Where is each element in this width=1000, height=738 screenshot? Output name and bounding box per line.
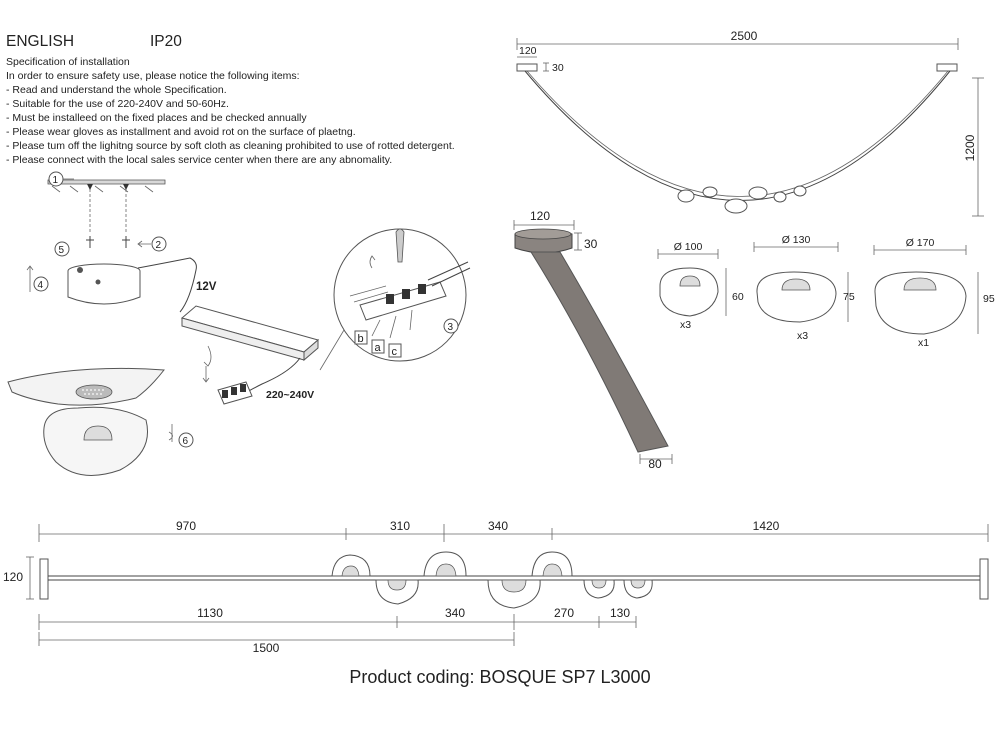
wire-label-a: a <box>375 342 382 354</box>
layout-shade <box>583 579 615 599</box>
overview-canopy-width: 120 <box>519 45 537 57</box>
spec-item-5: - Please tum off the lighitng source by … <box>6 140 455 152</box>
dim-1420: 1420 <box>753 519 780 533</box>
screwdriver-icon <box>395 228 405 263</box>
dim-340: 340 <box>488 519 508 533</box>
shade-3 <box>874 271 967 335</box>
step-5-label: 5 <box>59 245 65 256</box>
step-6-label: 6 <box>183 436 189 447</box>
step-4-marker <box>33 276 49 292</box>
overview-drawing: 2500 120 30 1200 <box>516 29 984 217</box>
shade-2-diameter: Ø 130 <box>782 234 811 246</box>
spec-item-4: - Please wear gloves as installment and … <box>6 126 356 138</box>
canopy-right-end <box>979 558 989 600</box>
spec-intro: In order to ensure safety use, please no… <box>6 70 300 82</box>
spec-title: Specification of installation <box>6 56 130 68</box>
canopy-left <box>516 63 538 72</box>
shade-3-height: 95 <box>983 293 995 305</box>
shade-1-qty: x3 <box>680 319 691 331</box>
layout-shade <box>375 579 419 605</box>
low-voltage-cable <box>137 257 197 313</box>
step-2-marker <box>151 236 167 252</box>
canopy-body <box>67 271 141 305</box>
dim-310: 310 <box>390 519 410 533</box>
dim-130: 130 <box>610 606 630 620</box>
overall-width: 2500 <box>731 29 758 43</box>
rotate-icon <box>369 255 376 269</box>
layout-shade <box>331 554 371 577</box>
layout-shade <box>487 579 541 609</box>
led-module <box>75 384 113 400</box>
product-coding: Product coding: BOSQUE SP7 L3000 <box>349 667 650 687</box>
ceiling <box>47 179 166 185</box>
layout-height: 120 <box>3 570 23 584</box>
layout-shade <box>623 579 653 599</box>
wire-label-c-box <box>388 343 402 358</box>
detail-canopy-width: 120 <box>530 209 550 223</box>
shade-3-qty: x1 <box>918 337 929 349</box>
step-6-marker <box>178 432 194 448</box>
strap <box>530 251 669 453</box>
terminal-block <box>217 381 253 405</box>
canopy-left-end <box>39 558 49 600</box>
spec-item-3: - Must be installeed on the fixed places… <box>6 112 307 124</box>
shade-2-height: 75 <box>843 291 855 303</box>
glass-shade <box>43 406 148 476</box>
shade-3-diameter: Ø 170 <box>906 237 935 249</box>
dim-1500: 1500 <box>253 641 280 655</box>
step-3-label: 3 <box>448 322 454 333</box>
shade-2 <box>756 271 837 323</box>
dim-1130: 1130 <box>197 606 223 620</box>
step-5-marker <box>54 241 70 257</box>
overview-canopy-height: 30 <box>552 62 564 74</box>
language-label: ENGLISH <box>6 33 74 50</box>
wire-label-c: c <box>392 346 398 358</box>
voltage-12v: 12V <box>196 281 217 293</box>
spec-item-1: - Read and understand the whole Specific… <box>6 84 227 96</box>
spec-item-2: - Suitable for the use of 220-240V and 5… <box>6 98 229 110</box>
strap-width: 80 <box>648 457 662 471</box>
dim-340-lower: 340 <box>445 606 465 620</box>
shade-sizes: Ø 100 60 x3 Ø 130 75 x3 Ø 170 95 x1 <box>657 234 995 349</box>
overall-drop: 1200 <box>963 134 977 161</box>
step-2-label: 2 <box>156 240 162 251</box>
wire-label-b: b <box>358 333 364 345</box>
screw-icon <box>122 236 130 248</box>
step-3-marker <box>443 318 459 334</box>
detail-canopy-height: 30 <box>584 237 598 251</box>
layout-drawing: 970 310 340 1420 120 <box>3 519 989 655</box>
catenary-strap <box>524 70 951 201</box>
shade-1-diameter: Ø 100 <box>674 241 703 253</box>
wire-label-a-box <box>371 339 385 354</box>
step-4-label: 4 <box>38 280 44 291</box>
voltage-mains: 220~240V <box>266 389 314 401</box>
shade-2-qty: x3 <box>797 330 808 342</box>
ip-rating: IP20 <box>150 33 182 50</box>
shade-1-height: 60 <box>732 291 744 303</box>
shade-1 <box>659 267 719 317</box>
installation-illustration: 1 2 5 4 12V 220~24 <box>7 171 471 476</box>
wire-label-b-box <box>354 330 368 345</box>
spec-item-6: - Please connect with the local sales se… <box>6 154 392 166</box>
screw-icon <box>86 236 94 248</box>
dim-970: 970 <box>176 519 196 533</box>
dim-270: 270 <box>554 606 574 620</box>
rotate-icon <box>168 424 173 442</box>
strap-detail: 120 30 80 <box>513 209 673 471</box>
step-1-label: 1 <box>53 175 59 186</box>
canopy-right <box>936 63 958 72</box>
rotate-icon <box>203 345 212 367</box>
